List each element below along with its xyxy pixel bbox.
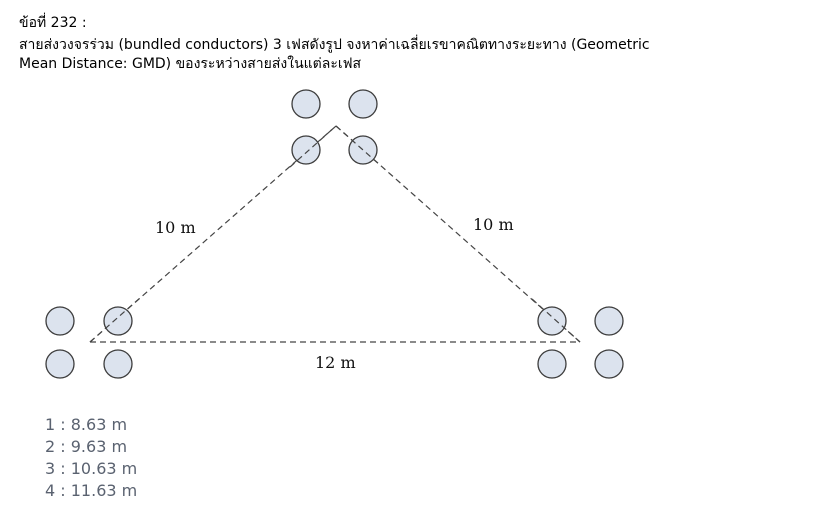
- conductor-left-2: [103, 306, 133, 336]
- conductor-right-3: [537, 349, 567, 379]
- spacing-line-right-overlay: [531, 298, 581, 343]
- answer-choice-1[interactable]: 1 : 8.63 m: [45, 415, 128, 434]
- conductor-right-2: [594, 306, 624, 336]
- answer-choice-2[interactable]: 2 : 9.63 m: [45, 437, 128, 456]
- conductor-top-2: [348, 89, 378, 119]
- conductor-right-1: [537, 306, 567, 336]
- conductor-left-3: [45, 349, 75, 379]
- conductor-top-1: [291, 89, 321, 119]
- distance-label-right: 10 m: [473, 215, 514, 234]
- distance-label-left: 10 m: [155, 218, 196, 237]
- spacing-line-left-overlay: [89, 297, 141, 343]
- question-text-line-1: สายส่งวงจรร่วม (bundled conductors) 3 เฟ…: [19, 37, 650, 53]
- conductor-top-3: [291, 135, 321, 165]
- question-text-line-2: Mean Distance: GMD) ของระหว่างสายส่งในแต…: [19, 56, 362, 72]
- spacing-line-top-overlay-left: [289, 125, 337, 168]
- answer-choices: 1 : 8.63 m 2 : 9.63 m 3 : 10.63 m 4 : 11…: [45, 414, 137, 502]
- conductor-right-4: [594, 349, 624, 379]
- question-text: สายส่งวงจรร่วม (bundled conductors) 3 เฟ…: [19, 36, 799, 74]
- conductor-left-1: [45, 306, 75, 336]
- distance-label-bottom: 12 m: [315, 353, 356, 372]
- question-number: ข้อที่ 232 :: [19, 15, 87, 31]
- answer-choice-4[interactable]: 4 : 11.63 m: [45, 481, 138, 500]
- conductor-left-4: [103, 349, 133, 379]
- answer-choice-3[interactable]: 3 : 10.63 m: [45, 459, 138, 478]
- conductor-top-4: [348, 135, 378, 165]
